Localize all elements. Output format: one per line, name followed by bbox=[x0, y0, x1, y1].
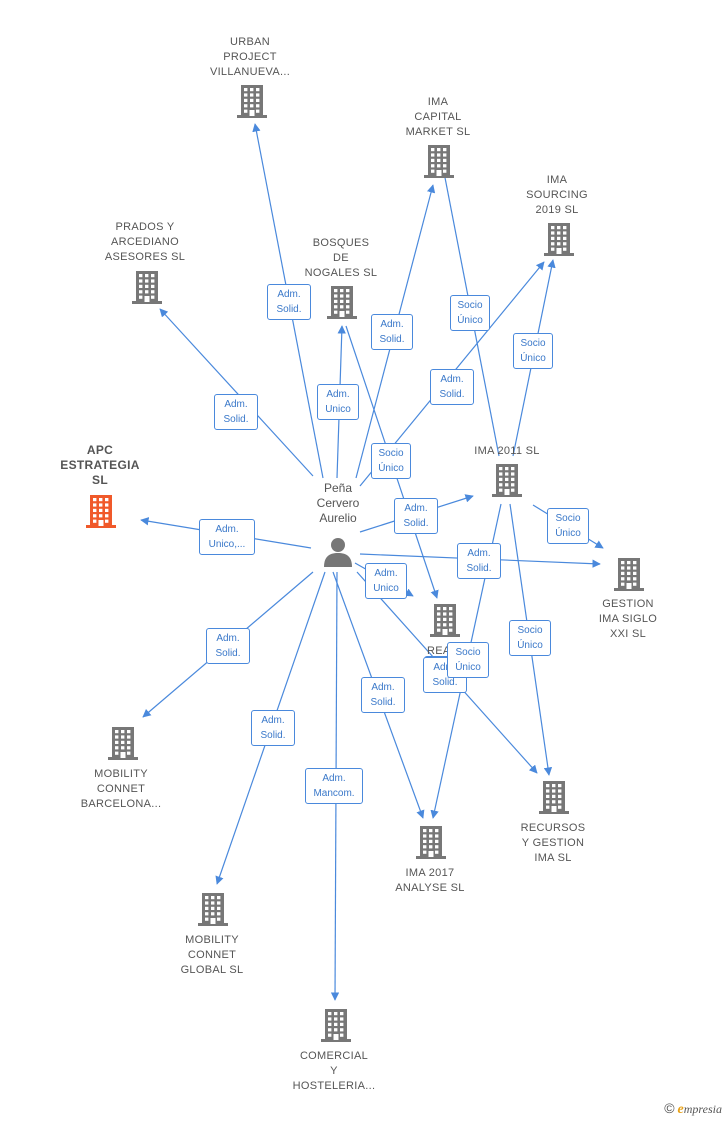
relation-label[interactable]: Adm. Mancom. bbox=[305, 768, 363, 804]
relation-label[interactable]: Socio Único bbox=[371, 443, 411, 479]
company-label-apc[interactable]: APC ESTRATEGIA SL bbox=[60, 443, 140, 487]
relation-edge bbox=[159, 308, 314, 477]
relation-label[interactable]: Adm. Solid. bbox=[267, 284, 311, 320]
building-icon bbox=[416, 826, 446, 859]
copyright-symbol: © bbox=[664, 1100, 675, 1116]
relation-label[interactable]: Socio Único bbox=[509, 620, 551, 656]
company-node-mob_global[interactable] bbox=[197, 891, 229, 927]
building-icon bbox=[86, 495, 116, 528]
building-icon bbox=[132, 271, 162, 304]
company-label-gestion[interactable]: GESTION IMA SIGLO XXI SL bbox=[598, 598, 658, 640]
building-icon bbox=[544, 223, 574, 256]
building-icon bbox=[430, 604, 460, 637]
company-label-ima2017[interactable]: IMA 2017 ANALYSE SL bbox=[395, 867, 465, 894]
relation-label[interactable]: Adm. Solid. bbox=[251, 710, 295, 746]
relation-label[interactable]: Adm. Solid. bbox=[457, 543, 501, 579]
building-icon bbox=[614, 558, 644, 591]
company-label-mob_global[interactable]: MOBILITY CONNET GLOBAL SL bbox=[180, 934, 244, 976]
company-label-recursos[interactable]: RECURSOS Y GESTION IMA SL bbox=[520, 822, 586, 864]
relation-label[interactable]: Adm. Unico bbox=[365, 563, 407, 599]
building-icon bbox=[539, 781, 569, 814]
company-node-ima_capital[interactable] bbox=[423, 143, 455, 179]
company-label-ima_sourcing[interactable]: IMA SOURCING 2019 SL bbox=[526, 174, 588, 216]
relation-label[interactable]: Adm. Unico bbox=[317, 384, 359, 420]
relation-label[interactable]: Adm. Solid. bbox=[394, 498, 438, 534]
company-node-gestion[interactable] bbox=[613, 556, 645, 592]
building-icon bbox=[321, 1009, 351, 1042]
brand-watermark: © empresia bbox=[664, 1100, 722, 1118]
company-label-bosques[interactable]: BOSQUES DE NOGALES SL bbox=[304, 237, 378, 279]
building-icon bbox=[237, 85, 267, 118]
company-node-apc[interactable] bbox=[85, 493, 117, 529]
brand-initial: e bbox=[677, 1102, 684, 1117]
company-node-bosques[interactable] bbox=[326, 284, 358, 320]
company-node-ima_sourcing[interactable] bbox=[543, 221, 575, 257]
building-icon bbox=[492, 464, 522, 497]
person-node[interactable] bbox=[321, 536, 355, 568]
company-node-ima2017[interactable] bbox=[415, 824, 447, 860]
company-label-prados[interactable]: PRADOS Y ARCEDIANO ASESORES SL bbox=[104, 221, 186, 263]
relation-label[interactable]: Adm. Solid. bbox=[430, 369, 474, 405]
relation-label[interactable]: Adm. Solid. bbox=[361, 677, 405, 713]
company-node-prados[interactable] bbox=[131, 269, 163, 305]
company-node-comercial[interactable] bbox=[320, 1007, 352, 1043]
company-node-ima2011[interactable] bbox=[491, 462, 523, 498]
brand-name: mpresia bbox=[683, 1102, 722, 1116]
company-label-urban[interactable]: URBAN PROJECT VILLANUEVA... bbox=[209, 36, 291, 78]
company-label-comercial[interactable]: COMERCIAL Y HOSTELERIA... bbox=[292, 1050, 376, 1092]
company-node-recursos[interactable] bbox=[538, 779, 570, 815]
building-icon bbox=[424, 145, 454, 178]
building-icon bbox=[108, 727, 138, 760]
company-node-real[interactable] bbox=[429, 602, 461, 638]
building-icon bbox=[327, 286, 357, 319]
person-icon bbox=[324, 538, 352, 567]
relation-label[interactable]: Socio Único bbox=[447, 642, 489, 678]
relation-label[interactable]: Adm. Unico,... bbox=[199, 519, 255, 555]
relation-label[interactable]: Adm. Solid. bbox=[206, 628, 250, 664]
building-icon bbox=[198, 893, 228, 926]
company-label-mob_bcn[interactable]: MOBILITY CONNET BARCELONA... bbox=[80, 768, 162, 810]
relation-label[interactable]: Socio Único bbox=[450, 295, 490, 331]
company-node-mob_bcn[interactable] bbox=[107, 725, 139, 761]
relation-label[interactable]: Adm. Solid. bbox=[371, 314, 413, 350]
person-label: Peña Cervero Aurelio bbox=[316, 481, 360, 525]
company-label-ima_capital[interactable]: IMA CAPITAL MARKET SL bbox=[405, 96, 471, 138]
relation-label[interactable]: Adm. Solid. bbox=[214, 394, 258, 430]
relation-label[interactable]: Socio Único bbox=[547, 508, 589, 544]
company-node-urban[interactable] bbox=[236, 83, 268, 119]
company-label-ima2011[interactable]: IMA 2011 SL bbox=[474, 445, 540, 457]
relation-label[interactable]: Socio Único bbox=[513, 333, 553, 369]
